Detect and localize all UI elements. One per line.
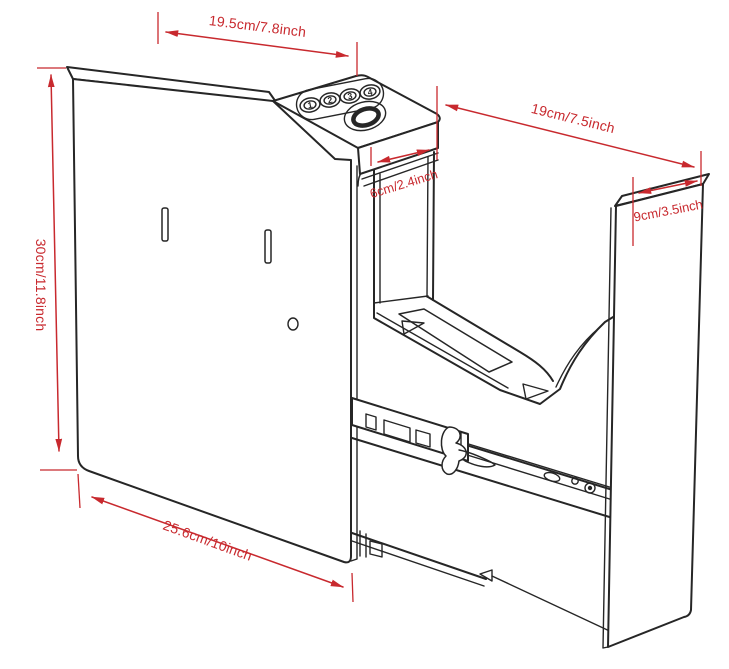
head-slot-line-2 [363,159,439,187]
button-4-ring [363,87,377,97]
rail-cutout-2 [383,419,411,443]
dim-depth: 19cm/7.5inch [436,86,702,186]
dim-top-width: 19.5cm/7.8inch [157,12,358,76]
rail-latch [440,426,467,476]
rail-slot-hole [543,471,561,483]
cradle-opening [398,308,513,373]
base-bracket [369,540,383,558]
cradle-back-edge [373,295,429,304]
key-hole [287,317,299,331]
rail-outer-bottom [351,437,617,520]
keypad-outline-bulge [343,100,387,132]
rail-small-hole [571,477,579,485]
mount-slot-left [161,207,169,242]
dim-label-depth: 19cm/7.5inch [530,100,617,136]
dim-arrow [377,149,430,163]
gun-cradle-assembly [357,151,619,405]
column-right-outer [432,151,435,301]
dim-arrow [445,104,695,168]
dim-label-top-width: 19.5cm/7.8inch [208,12,307,40]
button-1-label: 1 [307,100,314,111]
keypad-buttons: 1 2 3 4 [299,84,381,128]
base-edge-rear [491,575,617,635]
dim-height: 30cm/11.8inch [33,67,77,471]
rail-lip-top [461,441,617,490]
cradle-inner-edge [427,296,554,382]
dim-tick [77,473,81,509]
keypad-outline [295,77,385,121]
base-edge-top [351,532,487,580]
button-2-ring [323,95,337,105]
cradle-gusset-right [522,383,549,400]
column-right-inner [426,156,429,298]
cradle-front-double [376,312,509,389]
safe-front-face [72,78,352,564]
dim-label-height: 30cm/11.8inch [33,239,49,332]
rail-screw-center [587,485,593,491]
rail-screw [584,482,596,494]
button-4-label: 4 [367,87,374,98]
safe-right-wall-edge [350,165,358,562]
cradle-gusset-left [401,320,425,335]
back-panel [602,173,710,649]
slide-rail [351,397,617,520]
button-3-label: 3 [347,91,354,102]
button-2-label: 2 [327,95,334,106]
panel-left-edge [602,207,612,649]
base-plate [351,530,617,635]
open-button-icon[interactable] [351,105,381,128]
button-3-ring [343,91,357,101]
dim-tick [351,572,354,603]
rail-cutout-3 [415,429,431,448]
base-edge-bottom [351,540,485,587]
dim-arrow [91,496,344,588]
button-1-ring [303,100,317,110]
latch-finger [458,449,496,468]
rail-lip-bottom [463,453,617,502]
keypad-head-unit: 1 2 3 4 [272,74,441,187]
safe-body [66,66,358,564]
mount-slot-right [264,229,272,264]
dim-arrow [165,30,349,58]
dim-arrow [47,74,63,452]
panel-front-face [607,183,704,648]
cradle-wing-inner [555,326,601,388]
rail-cutout-1 [365,413,377,431]
dim-arrow [638,180,698,194]
